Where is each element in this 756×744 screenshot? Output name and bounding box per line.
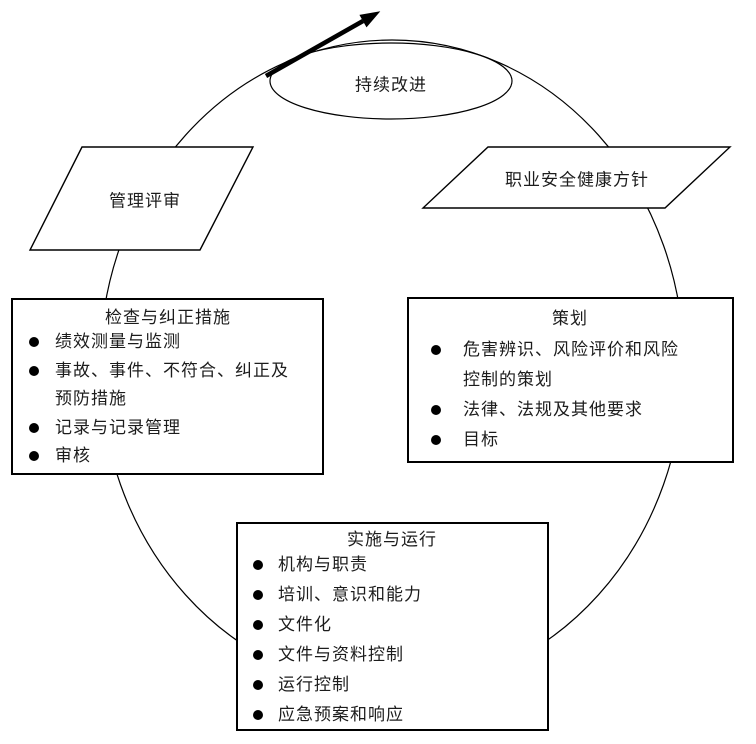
bullet-icon: [431, 435, 441, 445]
list-item-text: 绩效测量与监测: [55, 332, 181, 352]
implementation-operation-list: 机构与职责 培训、意识和能力 文件化 文件与资料控制 运行控制: [237, 550, 548, 730]
list-item: 目标: [408, 425, 733, 455]
continual-improvement-ellipse: [269, 42, 513, 120]
list-item-text: 机构与职责: [278, 555, 368, 575]
list-item: 记录与记录管理: [12, 414, 323, 443]
bullet-icon: [253, 590, 263, 600]
implementation-operation-title: 实施与运行: [347, 530, 437, 550]
bullet-icon: [253, 680, 263, 690]
list-item: 事故、事件、不符合、纠正及预防措施: [12, 357, 323, 414]
list-item-text: 文件化: [278, 615, 332, 635]
list-item: 绩效测量与监测: [12, 328, 323, 357]
list-item: 文件化: [237, 610, 548, 640]
bullet-icon: [29, 365, 39, 376]
planning-title: 策划: [552, 309, 588, 329]
implementation-operation-box: [236, 522, 549, 731]
management-review-shape: [28, 146, 255, 251]
checking-corrective-title: 检查与纠正措施: [105, 308, 231, 328]
list-item-text: 审核: [55, 446, 91, 466]
list-item-text: 法律、法规及其他要求: [463, 400, 643, 420]
continual-improvement-label: 持续改进: [355, 75, 427, 96]
list-item-text: 事故、事件、不符合、纠正及预防措施: [55, 360, 289, 410]
list-item-text: 目标: [463, 430, 499, 450]
checking-corrective-list: 绩效测量与监测 事故、事件、不符合、纠正及预防措施 记录与记录管理 审核: [12, 328, 323, 471]
list-item-text: 培训、意识和能力: [278, 585, 422, 605]
bullet-icon: [253, 620, 263, 630]
improvement-arrow-icon: [264, 11, 381, 78]
list-item-text: 文件与资料控制: [278, 645, 404, 665]
checking-corrective-box: [11, 298, 324, 475]
bullet-icon: [253, 650, 263, 660]
list-item-text: 应急预案和响应: [278, 705, 404, 725]
bullet-icon: [253, 710, 263, 720]
ohs-policy-label: 职业安全健康方针: [505, 170, 649, 191]
list-item: 文件与资料控制: [237, 640, 548, 670]
list-item: 应急预案和响应: [237, 700, 548, 730]
list-item: 培训、意识和能力: [237, 580, 548, 610]
list-item: 法律、法规及其他要求: [408, 395, 733, 425]
bullet-icon: [29, 451, 39, 461]
planning-box: [407, 297, 734, 463]
list-item: 危害辨识、风险评价和风险控制的策划: [408, 335, 733, 395]
list-item-text: 记录与记录管理: [55, 417, 181, 438]
planning-list: 危害辨识、风险评价和风险控制的策划 法律、法规及其他要求 目标: [408, 335, 733, 455]
bullet-icon: [431, 345, 441, 355]
bullet-icon: [253, 560, 263, 570]
bullet-icon: [29, 422, 39, 433]
list-item: 机构与职责: [237, 550, 548, 580]
bullet-icon: [29, 337, 39, 347]
management-review-label: 管理评审: [109, 191, 181, 212]
bullet-icon: [431, 405, 441, 415]
ohs-policy-shape: [421, 146, 732, 209]
list-item-text: 危害辨识、风险评价和风险控制的策划: [463, 340, 679, 390]
list-item: 审核: [12, 442, 323, 471]
list-item-text: 运行控制: [278, 675, 350, 695]
list-item: 运行控制: [237, 670, 548, 700]
